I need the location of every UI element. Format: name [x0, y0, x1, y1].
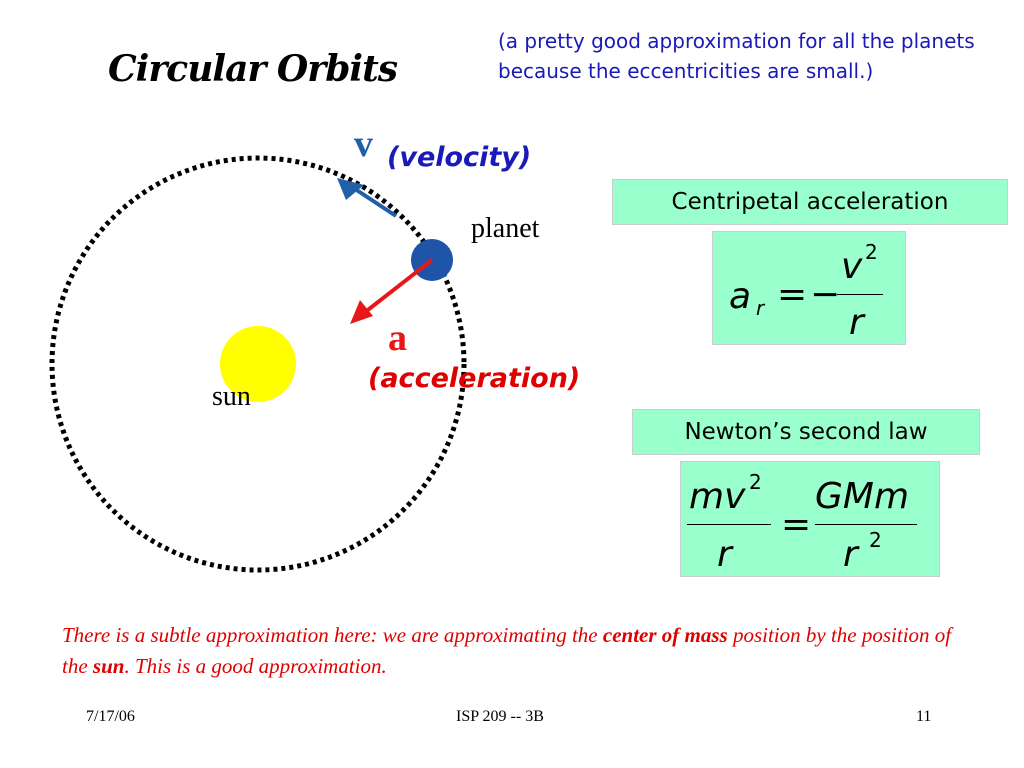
newton-heading-box: Newton’s second law: [632, 409, 980, 455]
footnote-text-2: position by the position of the: [62, 623, 952, 678]
orbit-path: [49, 155, 467, 573]
formula-v: v: [841, 246, 863, 287]
formula-equals: =: [777, 274, 808, 315]
velocity-arrow: [337, 178, 398, 218]
formula-mv: mv: [689, 476, 746, 517]
formula-left-exponent: 2: [749, 470, 762, 494]
sun-label: sun: [212, 381, 251, 412]
left-fraction-bar: [687, 524, 771, 525]
planet-label: planet: [471, 213, 540, 244]
formula-right-r: r: [843, 534, 858, 575]
center-of-mass-footnote: There is a subtle approximation here: we…: [62, 620, 962, 682]
formula-gmm: GMm: [815, 476, 910, 517]
footer-course: ISP 209 -- 3B: [456, 708, 544, 725]
footer-date: 7/17/06: [86, 708, 135, 725]
acceleration-symbol: a: [388, 317, 407, 359]
formula-a: a: [729, 276, 752, 317]
fraction-bar: [837, 294, 883, 295]
formula-minus: −: [810, 274, 841, 315]
right-fraction-bar: [815, 524, 917, 525]
footnote-text-3: . This is a good approximation.: [124, 654, 387, 678]
formula-left-r: r: [717, 534, 732, 575]
acceleration-label: (acceleration): [368, 363, 580, 394]
approximation-note: (a pretty good approximation for all the…: [498, 29, 975, 83]
acceleration-arrow: [350, 258, 434, 324]
formula-subscript-r: r: [756, 296, 765, 320]
formula-right-exponent: 2: [869, 528, 882, 552]
slide-title: Circular Orbits: [108, 48, 398, 90]
velocity-symbol: v: [354, 123, 373, 165]
centripetal-heading-box: Centripetal acceleration: [612, 179, 1008, 225]
footer-page-number: 11: [916, 708, 932, 725]
velocity-label: (velocity): [387, 142, 531, 173]
newton-formula: mv 2 r = GMm r 2: [680, 461, 940, 577]
formula-r: r: [849, 302, 864, 343]
sun-circle: [220, 326, 296, 402]
formula-exponent-2: 2: [865, 240, 878, 264]
footnote-bold-sun: sun: [92, 654, 125, 678]
centripetal-formula: a r = − v 2 r: [712, 231, 906, 345]
footnote-bold-center-of-mass: center of mass: [602, 623, 728, 647]
footnote-text-1: There is a subtle approximation here: we…: [62, 623, 603, 647]
centripetal-heading: Centripetal acceleration: [671, 189, 949, 215]
newton-heading: Newton’s second law: [684, 419, 928, 445]
formula-newton-equals: =: [781, 504, 812, 545]
